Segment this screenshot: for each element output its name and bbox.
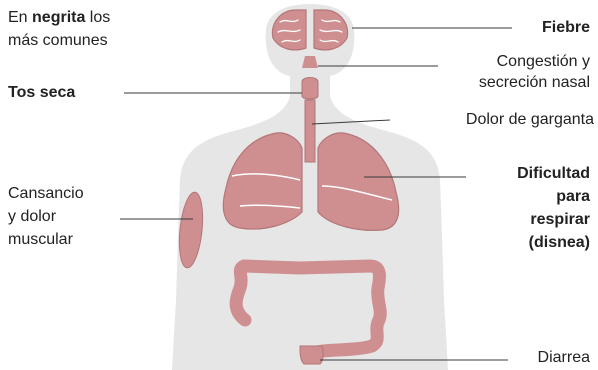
label-breathing-line3: respirar xyxy=(530,210,590,230)
label-fatigue-line1: Cansancio xyxy=(8,184,84,204)
legend-note-line2: más comunes xyxy=(8,31,108,51)
label-congestion-line2: secreción nasal xyxy=(479,73,590,93)
rectum xyxy=(300,346,323,364)
legend-prefix: En xyxy=(8,9,32,26)
label-fever: Fiebre xyxy=(542,18,590,38)
label-fatigue-line3: muscular xyxy=(8,230,73,250)
label-breathing-line2: para xyxy=(556,187,590,207)
label-breathing-line4: (disnea) xyxy=(529,233,590,253)
label-dry-cough: Tos seca xyxy=(8,83,75,103)
label-congestion-line1: Congestión y xyxy=(497,52,590,72)
trachea xyxy=(305,100,315,162)
pharynx xyxy=(302,78,318,100)
legend-bold-word: negrita xyxy=(32,9,85,26)
label-diarrhea: Diarrea xyxy=(538,348,590,368)
legend-note: En negrita los xyxy=(8,8,110,28)
label-breathing-line1: Dificultad xyxy=(517,164,590,184)
legend-suffix: los xyxy=(85,9,110,26)
label-fatigue-line2: y dolor xyxy=(8,207,56,227)
label-sore-throat: Dolor de garganta xyxy=(466,110,594,130)
